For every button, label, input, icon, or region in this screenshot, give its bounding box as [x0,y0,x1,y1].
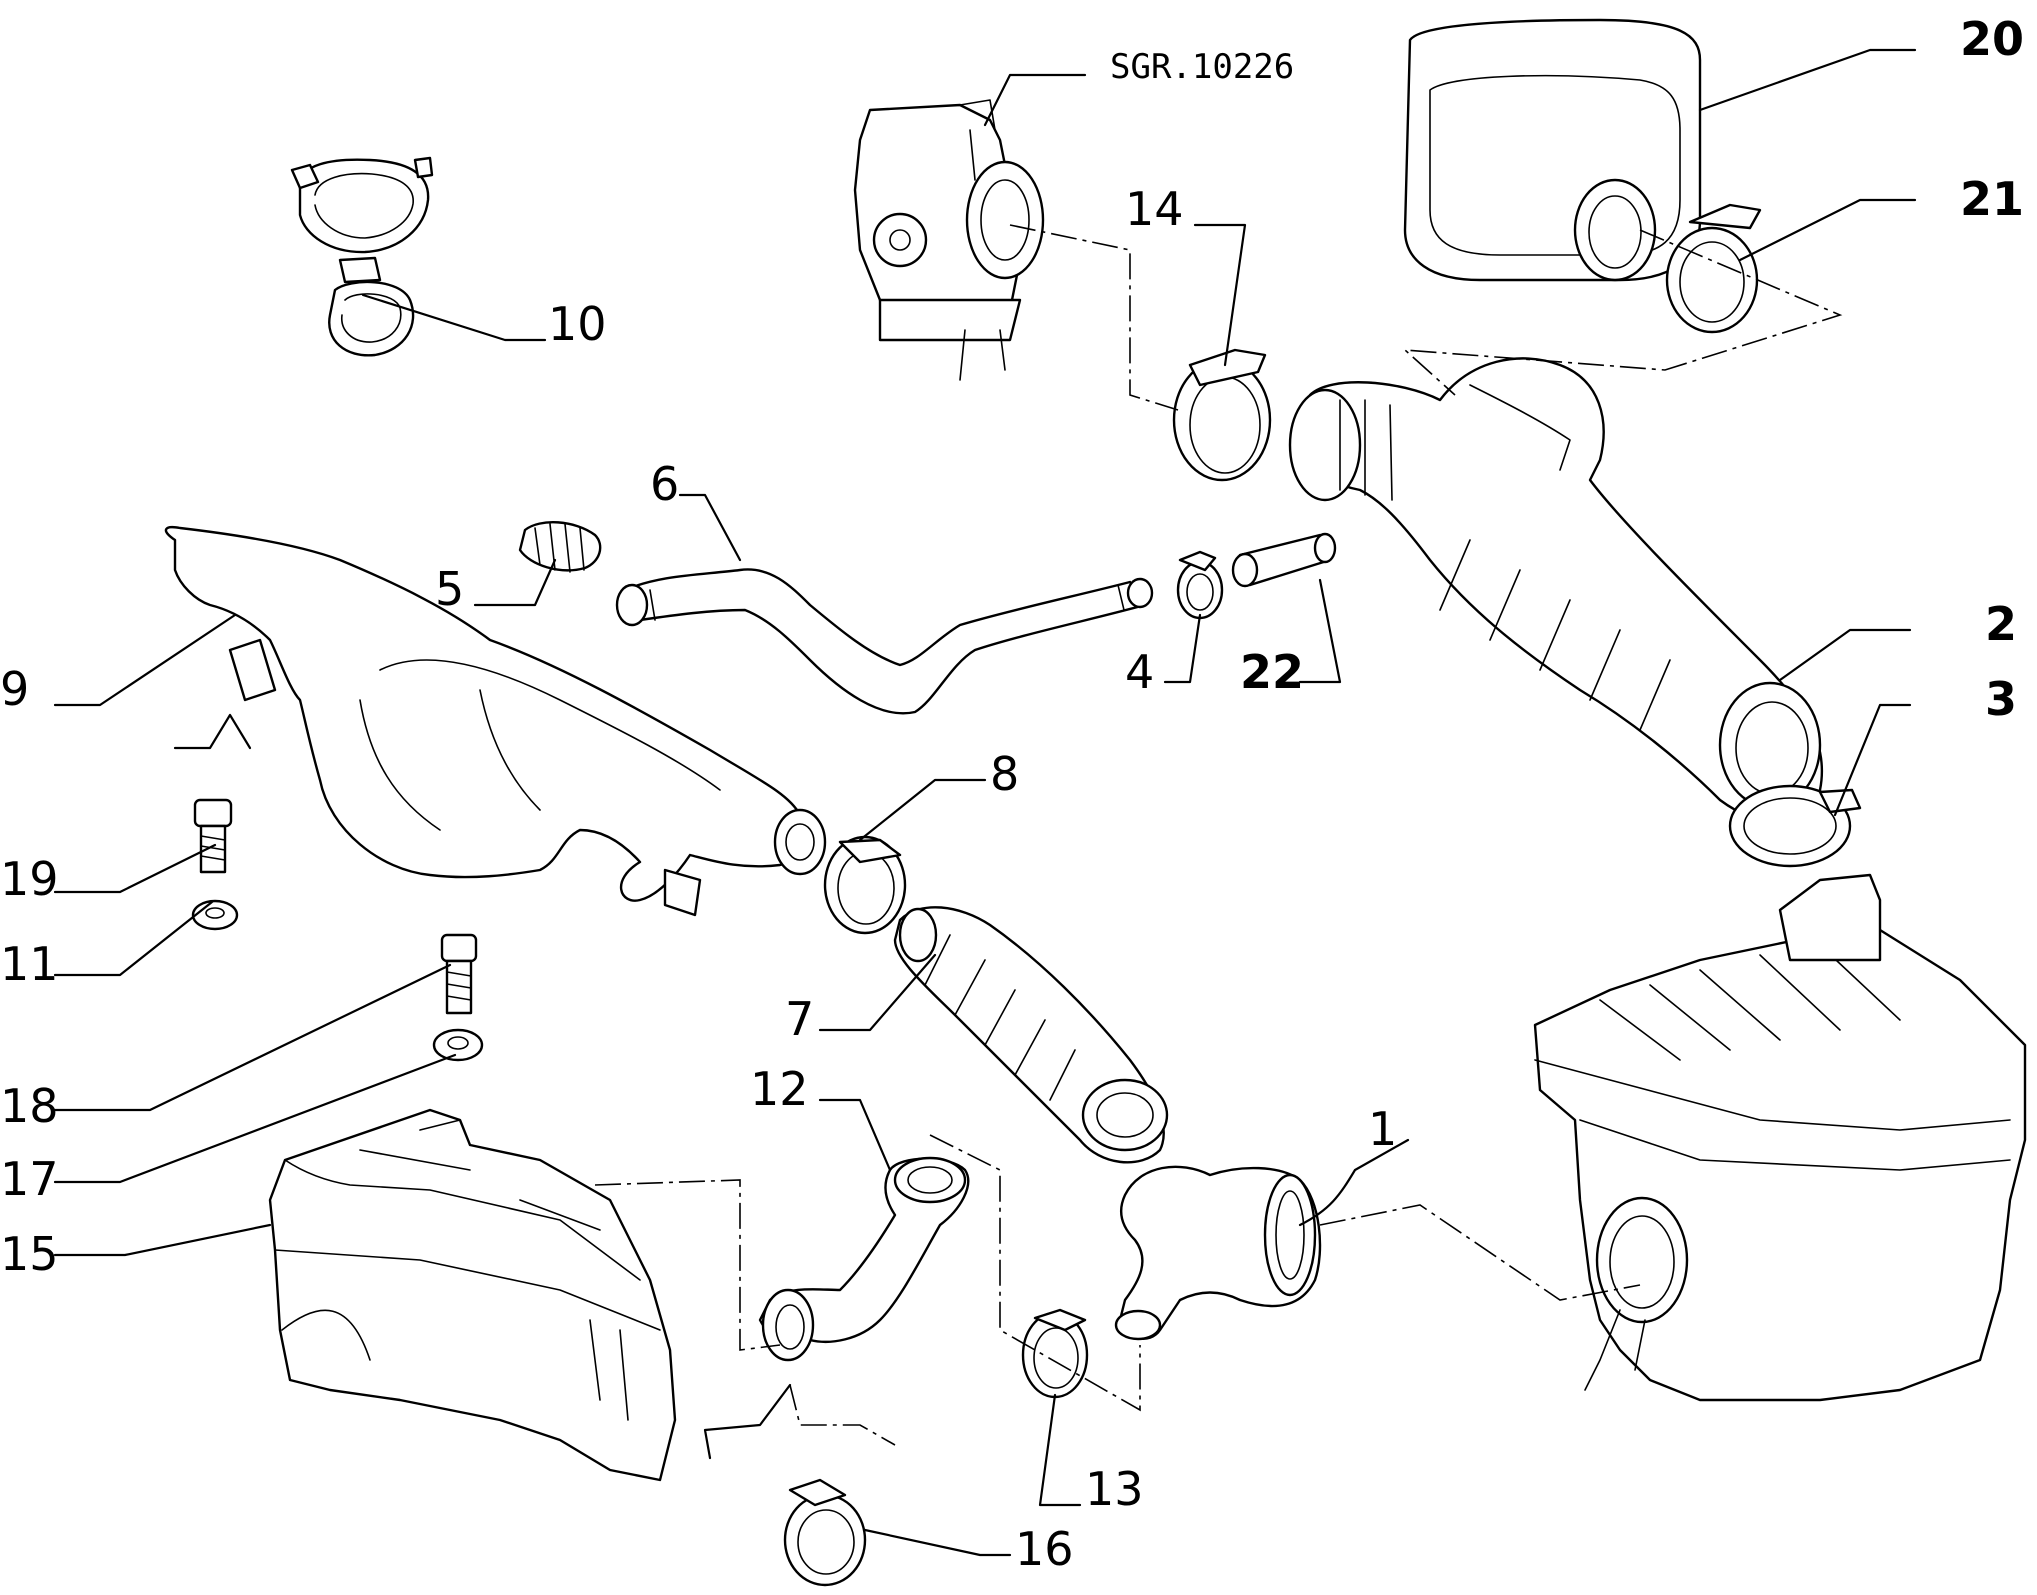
callout-6: 6 [650,457,679,511]
callout-8: 8 [990,747,1019,801]
reference-code: SGR.10226 [1110,47,1294,87]
callout-13: 13 [1085,1462,1144,1516]
part-13-clamp [1021,1308,1089,1399]
leader-lines [53,48,1917,1557]
part-9-air-duct [164,526,827,917]
assembly-lines [594,224,1843,1446]
callout-11: 11 [0,937,59,991]
part-12-elbow-hose [758,1156,970,1362]
callout-22: 22 [1240,645,1304,699]
callout-9: 9 [0,662,29,716]
part-14-hose-clamp [1172,348,1272,482]
part-18-bolt [440,933,478,1015]
callout-1: 1 [1368,1102,1397,1156]
air-filter-box [1533,873,2027,1402]
callout-4: 4 [1125,645,1154,699]
part-20-filter-cover [1403,18,1702,282]
part-3-clamp [1728,784,1862,868]
callout-3: 3 [1985,672,2017,726]
callout-19: 19 [0,852,59,906]
part-15-resonator-box [268,1108,677,1482]
callout-21: 21 [1960,172,2024,226]
callout-10: 10 [548,297,607,351]
part-5-bellows-fitting [518,521,602,573]
callout-15: 15 [0,1227,59,1281]
part-21-clamp [1665,203,1762,334]
callout-20: 20 [1960,12,2024,66]
part-4-small-clamp [1176,550,1224,620]
throttle-body [853,99,1045,381]
part-6-curved-hose [615,568,1154,715]
callout-14: 14 [1125,182,1184,236]
part-11-washer [191,899,239,931]
callout-18: 18 [0,1079,59,1133]
part-16-clamp [783,1478,867,1587]
part-22-connector [1231,532,1337,588]
callout-16: 16 [1015,1522,1074,1576]
callout-12: 12 [750,1062,809,1116]
callout-2: 2 [1985,597,2017,651]
part-8-clamp [823,835,907,935]
part-19-bolt [193,798,233,874]
callout-7: 7 [785,992,814,1046]
part-17-washer [432,1028,484,1062]
callout-17: 17 [0,1152,59,1206]
part-10-double-clamp [290,156,434,357]
part-2-corrugated-hose [1288,357,1824,823]
part-1-elbow [1114,1165,1322,1341]
part-7-corrugated-hose [893,906,1169,1164]
callout-5: 5 [435,562,464,616]
callout-labels: SGR.10226 1 2 3 4 5 6 7 8 9 10 11 12 13 … [0,12,2024,1576]
